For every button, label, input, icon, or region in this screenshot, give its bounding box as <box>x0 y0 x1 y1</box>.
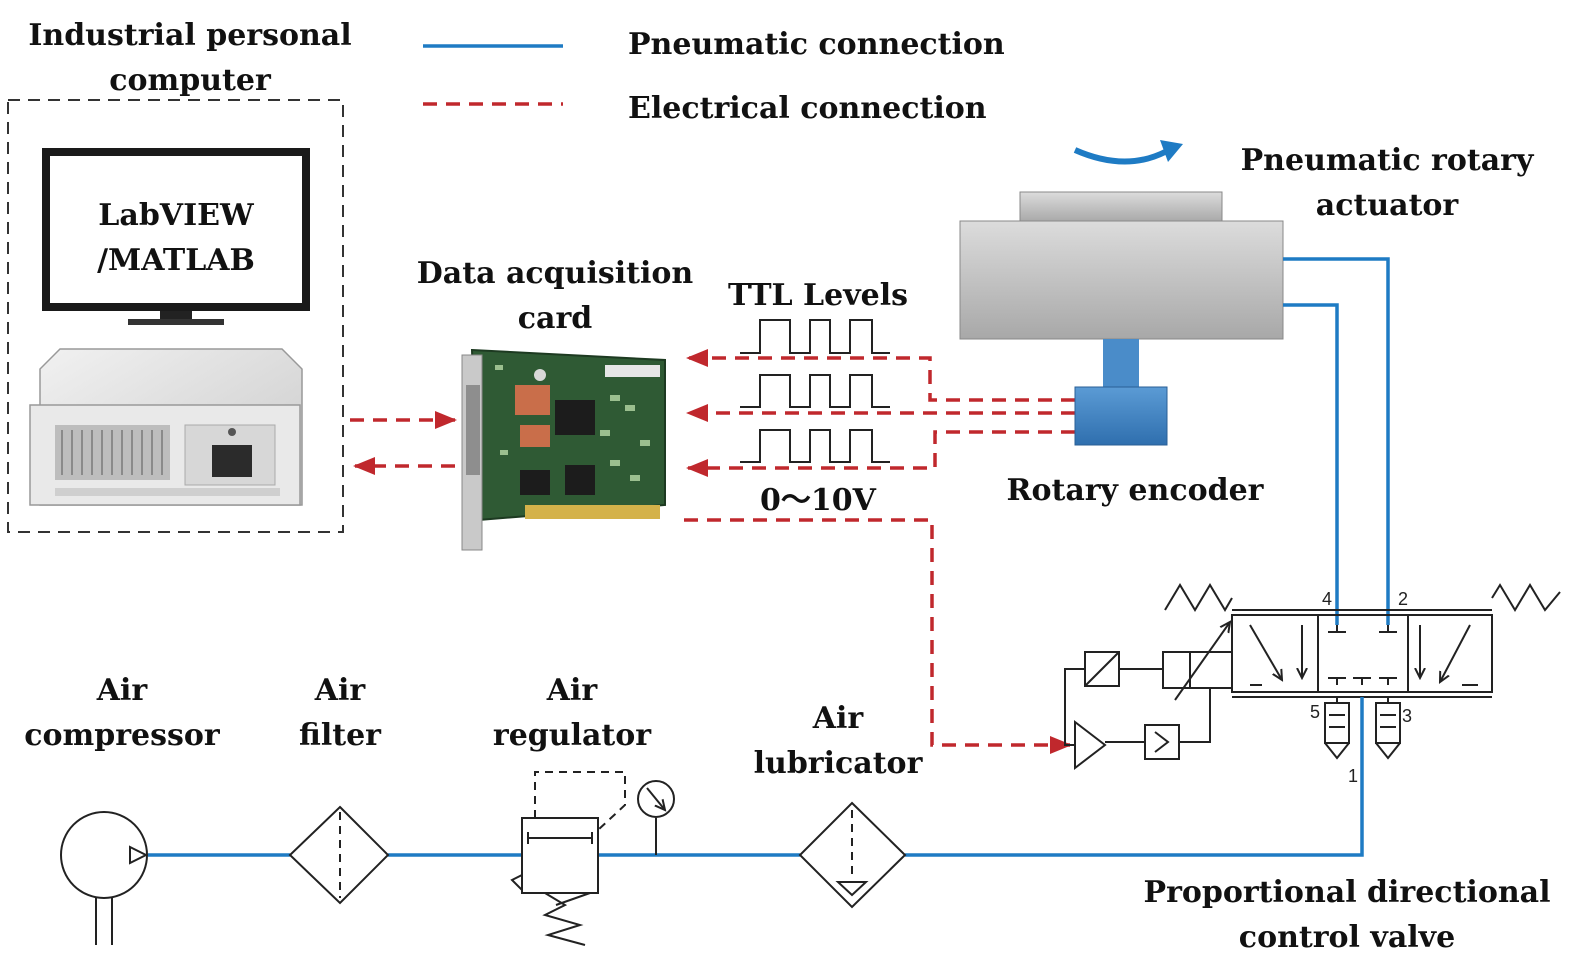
exhaust-silencer-5-icon <box>1324 697 1350 760</box>
ipc-dashed-boundary <box>7 99 344 533</box>
supply-line-lubricator-valve <box>905 697 1364 857</box>
daq-card: Data acquisition card <box>417 256 694 551</box>
daq-label-line2: card <box>518 301 593 336</box>
pneumatic-line-port4 <box>1283 303 1339 625</box>
screen-text-line1: LabVIEW <box>98 198 255 233</box>
ttl-waveforms <box>740 319 890 463</box>
lubricator-label-line1: Air <box>812 701 865 736</box>
proportional-valve: 4 2 5 3 1 <box>1064 583 1561 955</box>
pneumatic-line-port2 <box>1283 257 1390 625</box>
ipc-label-line2: computer <box>109 63 272 98</box>
legend-electrical-label: Electrical connection <box>628 91 987 126</box>
actuator-top-icon <box>1019 191 1223 223</box>
lubricator-icon <box>798 801 907 909</box>
signal-area: TTL Levels 0～10V <box>684 278 1075 754</box>
valve-label-line2: control valve <box>1239 920 1455 955</box>
encoder-label: Rotary encoder <box>1007 473 1265 508</box>
rack-pc-icon <box>29 348 303 506</box>
port-5-label: 5 <box>1310 702 1320 722</box>
actuator-body-icon <box>959 220 1284 340</box>
regulator-label-line2: regulator <box>493 718 652 753</box>
right-spring-icon <box>1491 583 1561 612</box>
filter-label-line2: filter <box>299 718 382 753</box>
actuator-label-line2: actuator <box>1316 188 1460 223</box>
air-filter: Air filter <box>288 673 390 905</box>
legend-pneumatic-label: Pneumatic connection <box>628 27 1005 62</box>
left-spring-icon <box>1164 583 1233 612</box>
exhaust-silencer-3-icon <box>1375 697 1401 760</box>
air-regulator: Air regulator <box>493 673 675 946</box>
compressor-label-line1: Air <box>96 673 149 708</box>
ttl-line-z <box>686 430 1075 477</box>
rotary-actuator: Pneumatic rotary actuator Rotary encoder <box>959 140 1535 508</box>
ipc-label-line1: Industrial personal <box>28 18 351 53</box>
regulator-label-line1: Air <box>546 673 599 708</box>
industrial-pc: Industrial personal computer LabVIEW /MA… <box>7 18 457 533</box>
daq-label-line1: Data acquisition <box>417 256 694 291</box>
port-2-label: 2 <box>1398 589 1408 609</box>
ttl-line-a <box>686 349 1075 402</box>
regulator-icon <box>510 771 675 946</box>
ttl-label: TTL Levels <box>728 278 908 313</box>
legend: Pneumatic connection Electrical connecti… <box>423 27 1005 126</box>
filter-label-line1: Air <box>314 673 367 708</box>
actuator-shaft-icon <box>1103 339 1139 387</box>
lubricator-label-line2: lubricator <box>754 746 924 781</box>
compressor-icon <box>60 811 149 945</box>
monitor-icon: LabVIEW /MATLAB <box>42 148 310 325</box>
valve-label-line1: Proportional directional <box>1144 875 1551 910</box>
amplifier-icon <box>1074 688 1211 771</box>
encoder-icon <box>1074 386 1168 446</box>
solenoid-icon <box>1162 622 1233 701</box>
port-3-label: 3 <box>1402 706 1412 726</box>
rotation-arrowhead-icon <box>1160 140 1183 162</box>
position-sensor-icon <box>1064 651 1163 746</box>
air-lubricator: Air lubricator <box>754 701 924 909</box>
daq-card-icon <box>461 348 666 551</box>
air-compressor: Air compressor <box>24 673 221 945</box>
compressor-label-line2: compressor <box>24 718 221 753</box>
rotation-arrow-icon <box>1073 147 1167 165</box>
voltage-label: 0～10V <box>760 483 877 518</box>
filter-icon <box>288 805 390 905</box>
port-4-label: 4 <box>1322 589 1332 609</box>
analog-output-line <box>684 518 1072 754</box>
pressure-gauge-icon <box>637 780 675 818</box>
port-1-label: 1 <box>1348 766 1358 786</box>
actuator-label-line1: Pneumatic rotary <box>1241 143 1535 178</box>
screen-text-line2: /MATLAB <box>97 243 255 278</box>
